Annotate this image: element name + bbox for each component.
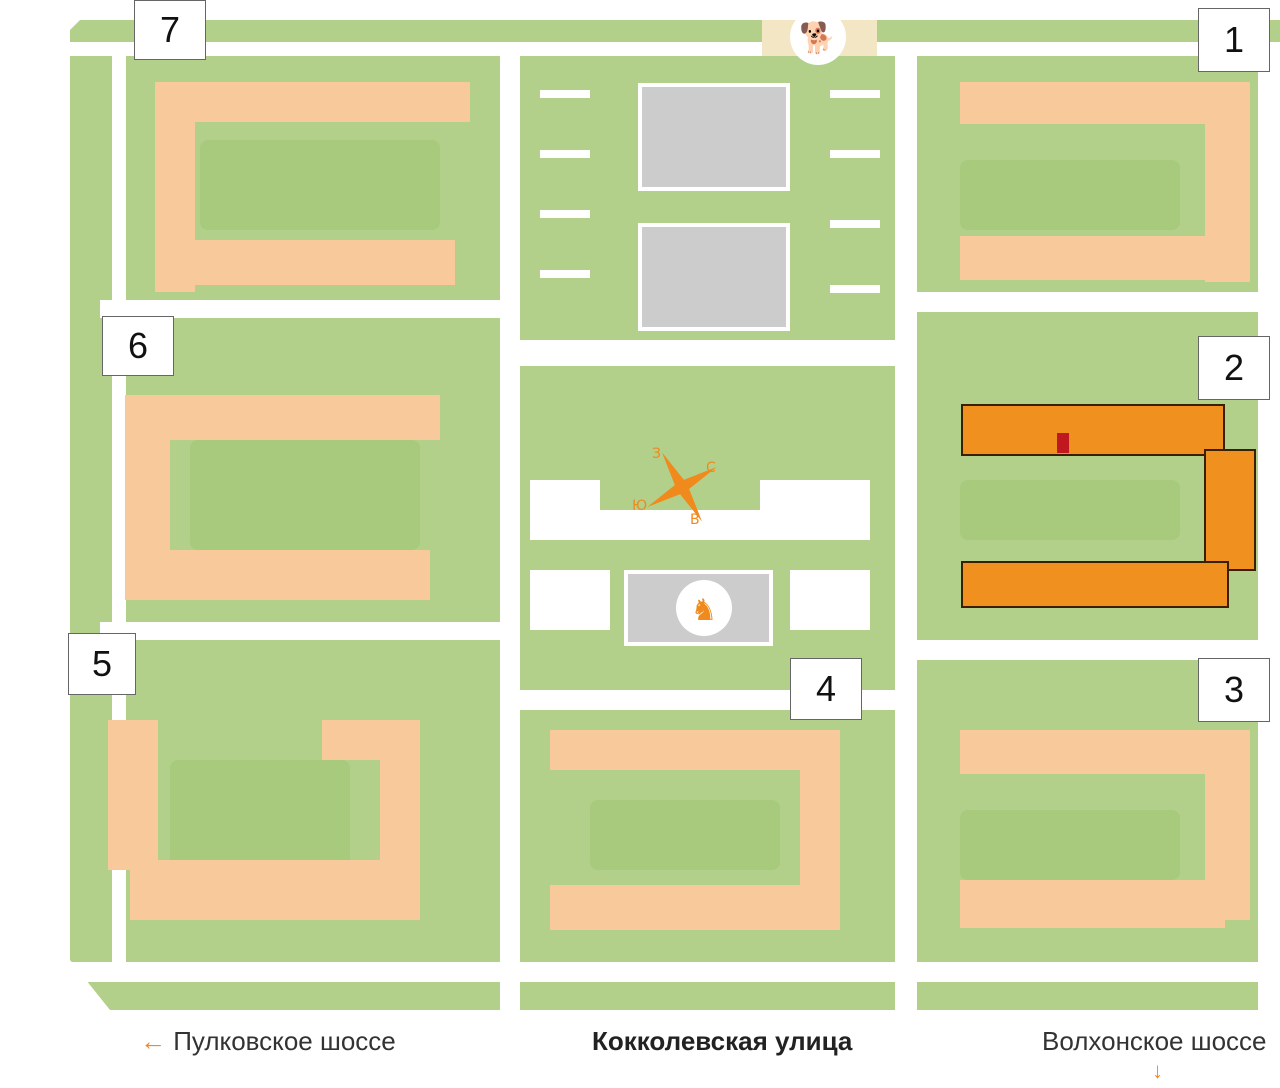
selected-unit[interactable] bbox=[1057, 433, 1069, 453]
building-label-6[interactable]: 6 bbox=[102, 316, 174, 376]
school-building-2 bbox=[638, 223, 790, 331]
compass-rose bbox=[647, 452, 717, 522]
building-label-2[interactable]: 2 bbox=[1198, 336, 1270, 400]
arrow-left-icon: ← bbox=[140, 1026, 166, 1056]
svg-text:🐕: 🐕 bbox=[799, 20, 836, 56]
building-label-4[interactable]: 4 bbox=[790, 658, 862, 720]
road-right-label: Волхонское шоссе bbox=[1042, 1026, 1267, 1056]
building-label-7[interactable]: 7 bbox=[134, 0, 206, 60]
svg-text:♞: ♞ bbox=[691, 593, 718, 628]
site-plan-map: 🐕 ♞ С В Ю З bbox=[70, 9, 1280, 1010]
road-left-label: Пулковское шоссе bbox=[173, 1026, 396, 1056]
street-center-label: Кокколевская улица bbox=[592, 1026, 853, 1056]
courtyard-lawns bbox=[170, 140, 1180, 880]
building-5[interactable] bbox=[108, 720, 420, 920]
building-label-3[interactable]: 3 bbox=[1198, 658, 1270, 722]
building-3[interactable] bbox=[960, 730, 1250, 928]
road-left: ← Пулковское шоссе bbox=[140, 1018, 396, 1064]
compass-south: Ю bbox=[632, 498, 647, 514]
building-2-selected[interactable] bbox=[961, 404, 1256, 608]
building-6[interactable] bbox=[125, 395, 440, 600]
dog-icon bbox=[790, 9, 846, 65]
building-4[interactable] bbox=[550, 730, 840, 930]
building-1[interactable] bbox=[960, 82, 1250, 282]
building-label-1[interactable]: 1 bbox=[1198, 8, 1270, 72]
building-7[interactable] bbox=[155, 82, 470, 292]
compass-east: В bbox=[690, 512, 700, 528]
school-building-1 bbox=[638, 83, 790, 191]
rocking-horse-icon bbox=[676, 580, 732, 636]
building-label-5[interactable]: 5 bbox=[68, 633, 136, 695]
arrow-down-icon: ↓ bbox=[1152, 1058, 1163, 1083]
compass-north: С bbox=[706, 460, 716, 476]
compass-west: З bbox=[652, 446, 661, 462]
